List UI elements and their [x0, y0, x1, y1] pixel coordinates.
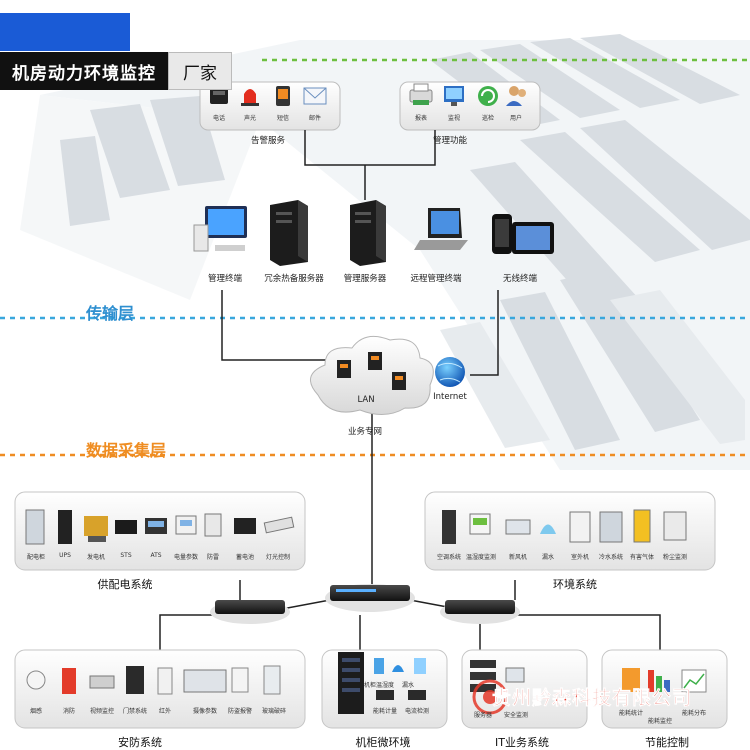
security-item-label: 红外 — [158, 708, 172, 715]
energy-item-label: 能耗统计 — [618, 710, 644, 717]
sms-icon — [276, 86, 290, 106]
environment-device-icons — [442, 509, 687, 544]
cabinet-item-label: 电流检测 — [404, 708, 430, 715]
it-panel-title: IT业务系统 — [495, 736, 549, 749]
collection-layer-label: 数据采集层 — [86, 441, 167, 460]
manage-item-label: 用户 — [509, 115, 523, 122]
power-item-label: ATS — [150, 552, 162, 559]
env-item-label: 粉尘监测 — [662, 554, 688, 561]
env-item-label: 有害气体 — [629, 554, 655, 561]
power-item-label: STS — [120, 552, 132, 559]
cabinet-item-label: 机柜温湿度 — [363, 682, 395, 689]
alarm-item-label: 邮件 — [308, 115, 322, 122]
security-item-label: 视频监控 — [89, 708, 115, 715]
env-item-label: 室外机 — [570, 554, 590, 561]
terminal-label: 管理终端 — [207, 274, 243, 284]
energy-panel-title: 节能控制 — [645, 736, 689, 749]
cabinet-device-icons — [338, 652, 426, 714]
security-panel-title: 安防系统 — [118, 736, 162, 749]
company-watermark: 贵州黔森科技有限公司 — [492, 687, 693, 710]
header-accent — [0, 13, 130, 51]
security-item-label: 门禁系统 — [122, 708, 148, 715]
manage-item-label: 报表 — [414, 115, 428, 122]
alarm-group-title: 告警服务 — [250, 136, 286, 146]
power-item-label: 防雷 — [206, 554, 220, 561]
terminal-label: 冗余热备服务器 — [264, 274, 324, 284]
internet-globe-icon — [435, 357, 465, 387]
energy-icons — [622, 668, 707, 693]
vendor-tag: 厂家 — [168, 52, 232, 90]
management-server-icon — [350, 200, 386, 266]
laptop-icon — [414, 208, 468, 250]
mobile-device-icon — [492, 214, 554, 254]
terminal-label: 远程管理终端 — [410, 274, 462, 284]
env-item-label: 空调系统 — [436, 554, 462, 561]
energy-item-label: 能耗分布 — [681, 710, 707, 717]
energy-item-label: 能耗监控 — [647, 718, 673, 725]
env-panel-title: 环境系统 — [553, 578, 597, 591]
it-item-label: 服务器 — [473, 712, 493, 719]
switch-left — [210, 600, 290, 624]
it-device-icons — [470, 660, 525, 692]
security-item-label: 烟感 — [29, 708, 43, 715]
lan-cloud — [310, 335, 434, 415]
header-bar: 机房动力环境监控 厂家 — [0, 52, 232, 90]
monitor-chart-icon — [444, 86, 464, 106]
alarm-item-label: 电话 — [212, 115, 226, 122]
internet-label: Internet — [433, 392, 467, 402]
security-item-label: 消防 — [62, 708, 76, 715]
transport-layer-label: 传输层 — [86, 304, 135, 323]
power-item-label: 电量参数 — [173, 554, 199, 561]
env-item-label: 温湿度监测 — [465, 554, 497, 561]
terminal-label: 无线终端 — [502, 274, 538, 284]
switch-right — [440, 600, 520, 624]
security-item-label: 玻璃破碎 — [261, 708, 287, 715]
cabinet-item-label: 能耗计量 — [372, 708, 398, 715]
power-panel-title: 供配电系统 — [97, 578, 153, 591]
switch-center — [325, 584, 415, 612]
network-caption: 业务专网 — [347, 427, 383, 437]
env-item-label: 冷水系统 — [598, 554, 624, 561]
lan-label: LAN — [357, 395, 375, 405]
power-item-label: UPS — [59, 552, 71, 559]
power-item-label: 配电柜 — [26, 554, 46, 561]
alarm-item-label: 声光 — [243, 115, 257, 122]
security-device-icons — [26, 665, 281, 695]
env-item-label: 新风机 — [508, 554, 528, 561]
env-item-label: 漏水 — [541, 554, 555, 561]
manage-item-label: 巡检 — [481, 115, 495, 122]
power-item-label: 发电机 — [86, 554, 106, 561]
company-logo — [472, 679, 508, 715]
power-device-icons — [25, 509, 295, 545]
it-item-label: 安全监测 — [503, 712, 529, 719]
terminal-label: 管理服务器 — [343, 274, 387, 284]
printer-icon — [409, 83, 433, 105]
security-item-label: 摄像参数 — [192, 708, 218, 715]
manage-item-label: 监视 — [447, 115, 461, 122]
cabinet-item-label: 漏水 — [401, 682, 415, 689]
power-item-label: 蓄电池 — [235, 554, 255, 561]
cabinet-panel-title: 机柜微环境 — [355, 736, 411, 749]
mail-icon — [303, 87, 327, 105]
page-title: 机房动力环境监控 — [0, 52, 168, 90]
users-icon — [506, 86, 526, 106]
alarm-item-label: 短信 — [276, 115, 290, 122]
manage-group-title: 管理功能 — [432, 136, 468, 146]
security-item-label: 防盗报警 — [227, 708, 253, 715]
power-item-label: 灯光控制 — [265, 554, 291, 561]
management-terminal-icon — [193, 206, 247, 252]
phone-icon — [210, 88, 228, 104]
redundant-server-icon — [270, 200, 308, 266]
siren-icon — [241, 89, 259, 106]
refresh-icon — [478, 86, 498, 106]
